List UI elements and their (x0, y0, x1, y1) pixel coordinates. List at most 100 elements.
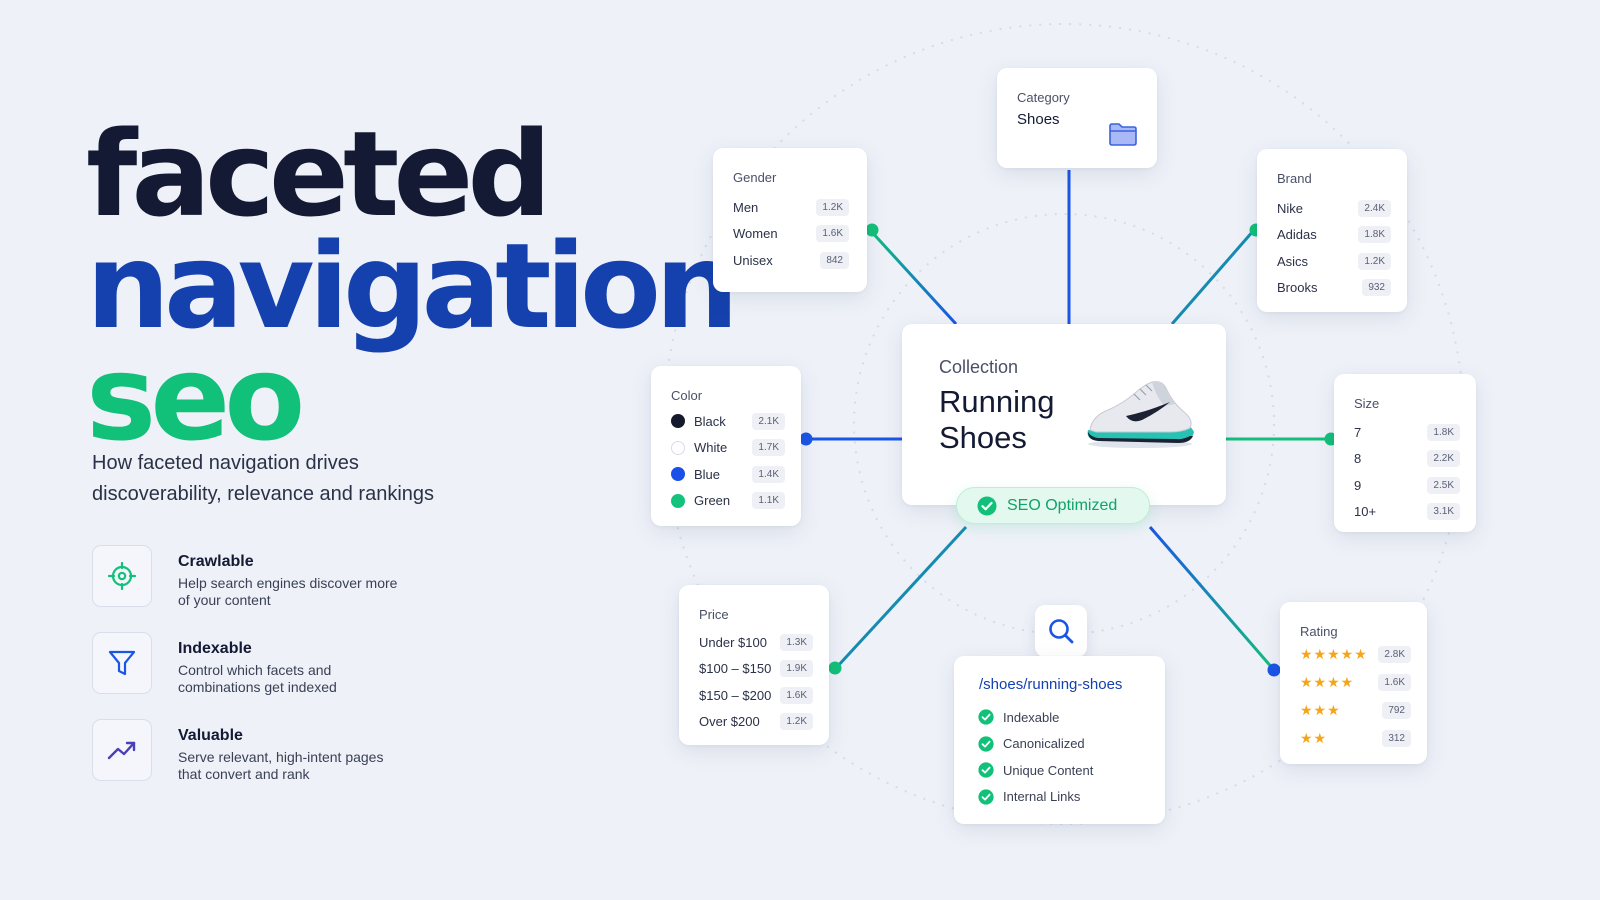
star-rating-icon: ★★★ (1300, 701, 1341, 718)
brand-label: Brand (1277, 171, 1312, 186)
collection-label: Collection (939, 357, 1019, 377)
check-label: Canonicalized (1003, 736, 1085, 752)
facet-option-100-150[interactable]: $100 – $150 1.9K (699, 656, 813, 683)
count-badge: 2.5K (1427, 476, 1460, 494)
facet-option-adidas[interactable]: Adidas 1.8K (1277, 222, 1391, 249)
feature-title: Valuable (178, 727, 243, 744)
facet-option-3-stars[interactable]: ★★★ 792 (1300, 696, 1411, 724)
category-label: Category (1017, 90, 1070, 105)
option-label: 9 (1354, 477, 1362, 493)
option-label: Over $200 (699, 714, 760, 730)
option-label: 10+ (1354, 504, 1377, 520)
count-badge: 1.1K (752, 492, 785, 510)
feature-crawlable: Crawlable Help search engines discover m… (92, 545, 512, 609)
option-label: Adidas (1277, 227, 1317, 243)
count-badge: 3.1K (1427, 503, 1460, 521)
count-badge: 1.8K (1358, 226, 1391, 244)
count-badge: 1.4K (752, 465, 785, 483)
dot-gender (865, 223, 879, 237)
facet-option-white[interactable]: White 1.7K (671, 435, 785, 462)
running-shoe-image (1082, 372, 1198, 455)
check-circle-icon (978, 762, 994, 778)
size-label: Size (1354, 396, 1380, 411)
option-label: 7 (1354, 424, 1362, 440)
count-badge: 312 (1382, 729, 1411, 747)
count-badge: 1.3K (780, 633, 813, 651)
option-label: White (694, 440, 728, 456)
collection-card[interactable]: Collection Running Shoes (902, 324, 1226, 505)
count-badge: 1.9K (780, 660, 813, 678)
check-canonicalized: Canonicalized (978, 731, 1147, 758)
star-rating-icon: ★★★★ (1300, 673, 1355, 690)
color-label: Color (671, 388, 703, 403)
hero-subtitle: How faceted navigation drives discoverab… (92, 452, 435, 505)
facet-option-nike[interactable]: Nike 2.4K (1277, 195, 1391, 222)
feature-valuable: Valuable Serve relevant, high-intent pag… (92, 719, 512, 783)
facet-option-5-stars[interactable]: ★★★★★ 2.8K (1300, 640, 1411, 668)
category-card[interactable]: Category Shoes (997, 68, 1157, 168)
count-badge: 1.2K (780, 713, 813, 731)
price-label: Price (699, 607, 729, 622)
facet-option-blue[interactable]: Blue 1.4K (671, 461, 785, 488)
facet-option-4-stars[interactable]: ★★★★1.6K (1300, 668, 1411, 696)
line-brand (1170, 229, 1256, 325)
swatch-blue (671, 467, 685, 482)
facet-option-green[interactable]: Green 1.1K (671, 488, 785, 515)
count-badge: 792 (1382, 701, 1411, 719)
option-label: Green (694, 493, 731, 509)
check-circle-icon (978, 736, 994, 752)
search-icon[interactable] (1035, 605, 1087, 657)
check-unique-content: Unique Content (978, 757, 1147, 784)
dot-price (828, 661, 842, 675)
check-indexable: Indexable (978, 704, 1147, 731)
trending-up-icon (92, 719, 152, 781)
count-badge: 1.2K (1358, 252, 1391, 270)
facet-option-2-stars[interactable]: ★★ 312 (1300, 724, 1411, 752)
option-label: Blue (694, 466, 721, 482)
count-badge: 2.2K (1427, 450, 1460, 468)
option-label: $100 – $150 (699, 661, 772, 677)
feature-title: Indexable (178, 640, 252, 657)
url-path[interactable]: /shoes/running-shoes (979, 676, 1123, 693)
count-badge: 842 (820, 251, 849, 269)
count-badge: 2.8K (1378, 645, 1411, 663)
hero-line-3: seo (86, 329, 305, 467)
option-label: Nike (1277, 200, 1304, 216)
count-badge: 1.7K (752, 439, 785, 457)
category-value: Shoes (1017, 111, 1060, 128)
crosshair-icon (92, 545, 152, 607)
url-card: /shoes/running-shoes Indexable Canonical… (954, 656, 1165, 824)
star-rating-icon: ★★★★★ (1300, 645, 1368, 662)
swatch-black (671, 414, 685, 429)
facet-option-over-200[interactable]: Over $200 1.2K (699, 709, 813, 736)
count-badge: 1.6K (780, 686, 813, 704)
rating-label: Rating (1300, 624, 1338, 639)
seo-badge-label: SEO Optimized (1007, 496, 1118, 514)
hero-line-1: faceted (86, 105, 552, 243)
facet-option-size-9[interactable]: 9 2.5K (1354, 472, 1460, 499)
facet-option-size-10-plus[interactable]: 10+ 3.1K (1354, 499, 1460, 526)
count-badge: 1.2K (816, 198, 849, 216)
count-badge: 2.4K (1358, 199, 1391, 217)
swatch-green (671, 493, 685, 508)
star-rating-icon: ★★ (1300, 729, 1328, 746)
option-label: Brooks (1277, 280, 1318, 296)
feature-desc: Control which facets and combinations ge… (178, 662, 337, 695)
swatch-white (671, 440, 685, 455)
inner-ring (853, 213, 1275, 635)
